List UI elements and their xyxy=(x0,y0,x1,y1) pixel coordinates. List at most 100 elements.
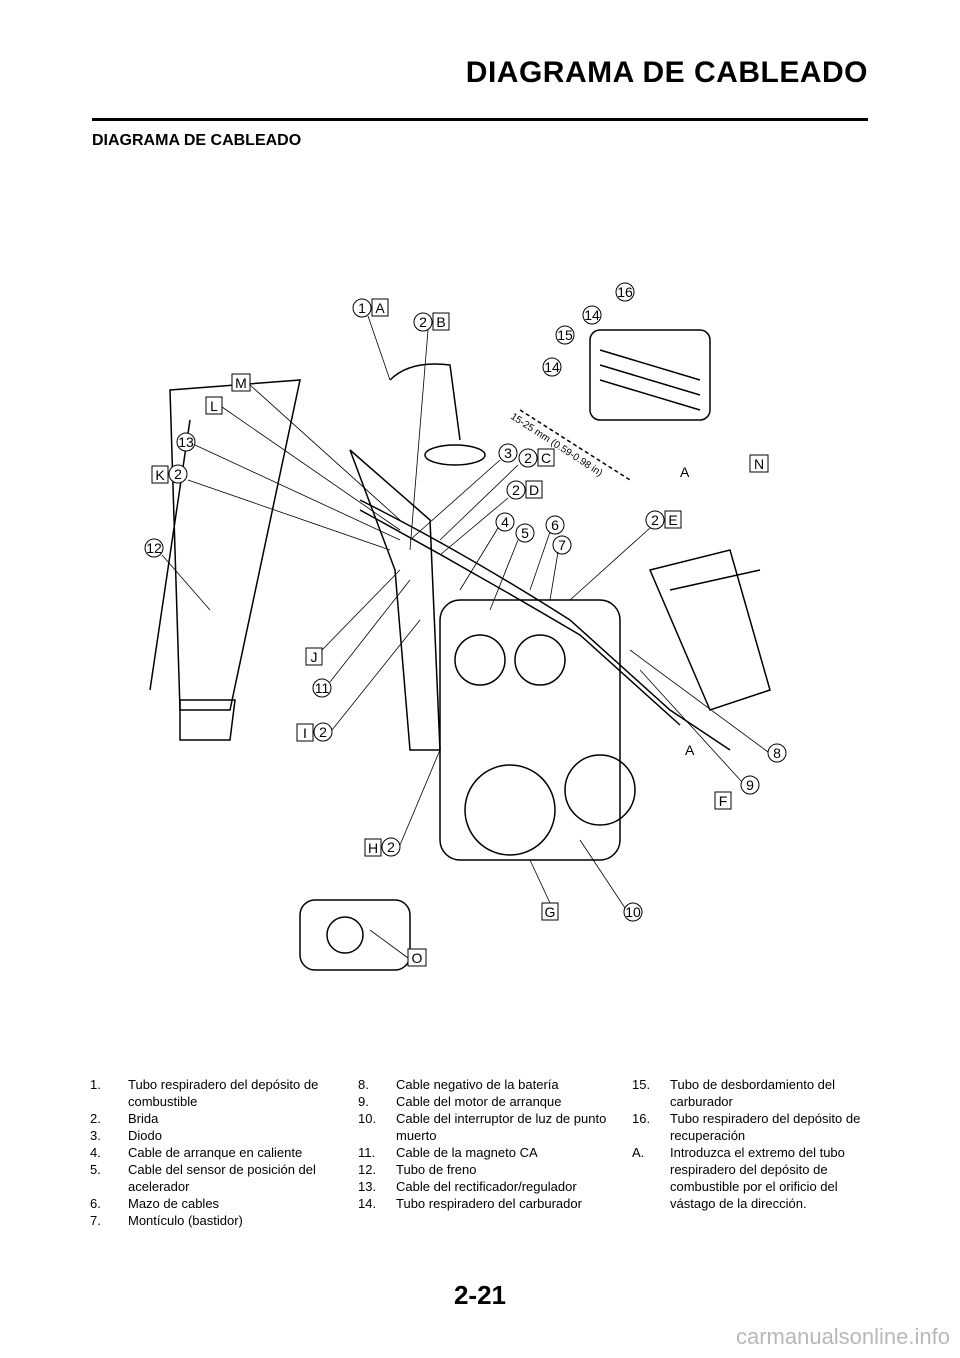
svg-text:G: G xyxy=(545,904,556,920)
legend-column-2: 8.Cable negativo de la batería 9.Cable d… xyxy=(358,1076,613,1212)
svg-text:L: L xyxy=(210,398,218,414)
svg-text:7: 7 xyxy=(558,537,566,553)
wiring-diagram-figure: 15-25 mm (0.59-0.98 in) 1 A 2 B 16 14 15… xyxy=(110,270,810,1030)
svg-text:2: 2 xyxy=(524,450,532,466)
svg-text:3: 3 xyxy=(504,445,512,461)
svg-text:H: H xyxy=(368,840,378,856)
legend-column-1: 1.Tubo respiradero del depósito de combu… xyxy=(90,1076,340,1229)
callout-b: B xyxy=(432,312,450,331)
svg-text:8: 8 xyxy=(773,745,781,761)
callout-f: F xyxy=(714,791,732,810)
callout-4: 4 xyxy=(495,512,515,532)
callout-e: E xyxy=(664,510,682,529)
callout-15: 15 xyxy=(555,325,575,345)
callout-1: 1 xyxy=(352,298,372,318)
callout-2-h: 2 xyxy=(381,837,401,857)
svg-text:K: K xyxy=(155,467,165,483)
legend-item: 7.Montículo (bastidor) xyxy=(90,1213,243,1228)
svg-text:A: A xyxy=(375,300,385,316)
svg-text:2: 2 xyxy=(512,482,520,498)
svg-text:13: 13 xyxy=(178,434,194,450)
legend-item: 10.Cable del interruptor de luz de punto… xyxy=(358,1111,607,1143)
callout-n: N xyxy=(749,454,769,473)
legend-item: 16.Tubo respiradero del depósito de recu… xyxy=(632,1111,861,1143)
legend-item: 6.Mazo de cables xyxy=(90,1196,220,1211)
legend-item: 8.Cable negativo de la batería xyxy=(358,1077,559,1092)
svg-text:15: 15 xyxy=(557,327,573,343)
callout-k: K xyxy=(151,465,169,484)
svg-text:14: 14 xyxy=(544,359,560,375)
legend-item: 2.Brida xyxy=(90,1111,159,1126)
callout-2-k: 2 xyxy=(168,464,188,484)
callout-g: G xyxy=(541,902,559,921)
svg-text:J: J xyxy=(311,649,318,665)
legend-item: 11.Cable de la magneto CA xyxy=(358,1145,538,1160)
legend-item: 13.Cable del rectificador/regulador xyxy=(358,1179,577,1194)
legend-item: 4.Cable de arranque en caliente xyxy=(90,1145,303,1160)
header-rule xyxy=(92,118,868,121)
callout-3: 3 xyxy=(498,443,518,463)
svg-text:B: B xyxy=(436,314,445,330)
svg-text:I: I xyxy=(303,725,307,741)
callout-14-bottom: 14 xyxy=(542,357,562,377)
callout-7: 7 xyxy=(552,535,572,555)
svg-text:9: 9 xyxy=(746,777,754,793)
callout-11: 11 xyxy=(312,678,332,698)
svg-text:1: 1 xyxy=(358,300,366,316)
svg-text:M: M xyxy=(235,375,247,391)
legend-item: 1.Tubo respiradero del depósito de combu… xyxy=(90,1077,319,1109)
legend-item: 12.Tubo de freno xyxy=(358,1162,477,1177)
callout-o: O xyxy=(407,948,427,967)
svg-text:F: F xyxy=(719,793,728,809)
svg-text:10: 10 xyxy=(625,904,641,920)
legend-item: 14.Tubo respiradero del carburador xyxy=(358,1196,582,1211)
legend-item: 9.Cable del motor de arranque xyxy=(358,1094,562,1109)
callout-2-b: 2 xyxy=(413,312,433,332)
svg-text:2: 2 xyxy=(387,839,395,855)
svg-text:2: 2 xyxy=(174,466,182,482)
callout-8: 8 xyxy=(767,743,787,763)
callout-10: 10 xyxy=(623,902,643,922)
callout-2-i: 2 xyxy=(313,722,333,742)
page-number: 2-21 xyxy=(453,1280,507,1310)
legend-item: 15.Tubo de desbordamiento del carburador xyxy=(632,1077,836,1109)
svg-text:4: 4 xyxy=(501,514,509,530)
callout-d: D xyxy=(525,480,543,499)
callout-2-d: 2 xyxy=(506,480,526,500)
callout-5: 5 xyxy=(515,523,535,543)
svg-text:D: D xyxy=(529,482,539,498)
callout-9: 9 xyxy=(740,775,760,795)
svg-text:2: 2 xyxy=(651,512,659,528)
section-title: DIAGRAMA DE CABLEADO xyxy=(92,132,302,149)
callout-13: 13 xyxy=(176,432,196,452)
page-header-title: DIAGRAMA DE CABLEADO xyxy=(465,56,868,89)
callout-12: 12 xyxy=(144,538,164,558)
wiring-diagram-drawing: 15-25 mm (0.59-0.98 in) 1 A 2 B 16 14 15… xyxy=(144,282,787,971)
callout-i: I xyxy=(296,723,314,742)
legend-item: 5.Cable del sensor de posición del acele… xyxy=(90,1162,316,1194)
callout-16: 16 xyxy=(615,282,635,302)
callout-c: C xyxy=(537,448,555,467)
svg-text:O: O xyxy=(412,950,423,966)
callout-j: J xyxy=(305,647,323,666)
callout-6: 6 xyxy=(545,515,565,535)
legend-item: 3.Diodo xyxy=(90,1128,162,1143)
callout-a-arrow: A xyxy=(685,742,695,758)
svg-text:N: N xyxy=(754,456,764,472)
legend-column-3: 15.Tubo de desbordamiento del carburador… xyxy=(632,1076,877,1212)
callout-a: A xyxy=(371,298,389,317)
svg-text:16: 16 xyxy=(617,284,633,300)
callout-m: M xyxy=(231,373,251,392)
svg-text:14: 14 xyxy=(584,307,600,323)
svg-text:11: 11 xyxy=(315,680,330,696)
watermark: carmanualsonline.info xyxy=(735,1324,950,1349)
callout-l: L xyxy=(205,396,223,415)
svg-text:12: 12 xyxy=(146,540,162,556)
svg-text:2: 2 xyxy=(319,724,327,740)
callout-2-c: 2 xyxy=(518,448,538,468)
callout-h: H xyxy=(364,838,382,857)
svg-text:6: 6 xyxy=(551,517,559,533)
callout-2-e: 2 xyxy=(645,510,665,530)
callout-a-inset: A xyxy=(680,464,690,480)
svg-text:E: E xyxy=(668,512,677,528)
